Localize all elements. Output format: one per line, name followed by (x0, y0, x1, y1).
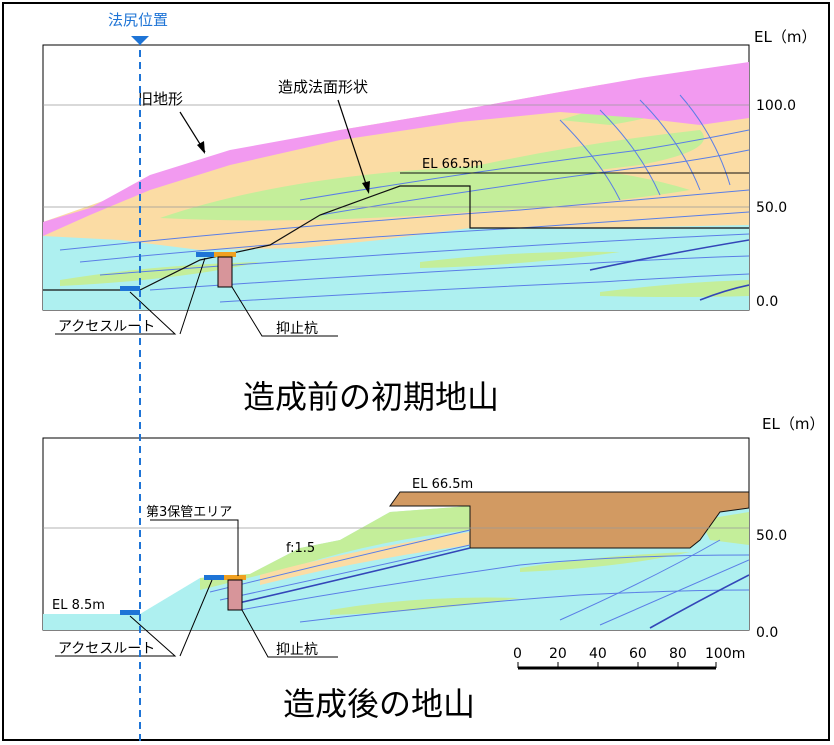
old-terrain-arrowhead (197, 141, 205, 154)
el-top-label: EL 66.5m (422, 157, 483, 172)
bottom-tick-50: 50.0 (756, 528, 787, 544)
scale-label-80: 80 (669, 646, 687, 662)
access-leader-1 (55, 291, 177, 335)
green-lens-after-2 (330, 597, 520, 615)
scale-label-20: 20 (549, 646, 567, 662)
toe-position-triangle (131, 36, 149, 45)
pile-leader (231, 286, 338, 337)
access-route-marker-after-1 (120, 610, 140, 615)
storage-area-leader (150, 519, 239, 576)
cut-shape-arrow (337, 99, 369, 191)
access-route-marker-1 (120, 286, 140, 291)
pile-label-after: 抑止杭 (276, 642, 318, 658)
el-top-label-after: EL 66.5m (412, 477, 473, 492)
pile-after (227, 579, 243, 611)
slope-label: f:1.5 (286, 541, 315, 556)
access-route-label-after: アクセスルート (58, 641, 155, 657)
pile-label: 抑止杭 (276, 321, 318, 337)
caption-before: 造成前の初期地山 (243, 378, 500, 416)
top-tick-0: 0.0 (756, 294, 778, 310)
bedrock-layer-after (43, 506, 749, 630)
access-route-label: アクセスルート (58, 319, 155, 335)
weathered-band-after (260, 532, 470, 585)
access-route-marker-2 (196, 252, 214, 257)
pile-leader-after (241, 609, 338, 658)
planned-cut-profile (43, 185, 749, 291)
fill-embankment (389, 491, 749, 549)
access-leader-after-1 (55, 615, 177, 657)
pile-cap-after (224, 575, 246, 580)
pile (217, 256, 233, 288)
dark-bedding-after (229, 547, 749, 629)
scale-label-40: 40 (589, 646, 607, 662)
toe-position-label: 法尻位置 (108, 11, 168, 29)
bedding-lines-after (209, 529, 749, 626)
top-section: 旧地形 造成法面形状 EL 66.5m EL（m） 100.0 50.0 0.0… (42, 28, 816, 337)
top-axis-unit: EL（m） (754, 28, 816, 46)
scale-label-0: 0 (513, 646, 522, 662)
top-tick-50: 50.0 (756, 200, 787, 216)
old-terrain-label: 旧地形 (138, 90, 183, 108)
bottom-section: EL 66.5m 第3保管エリア f:1.5 EL 8.5m EL（m） 50.… (42, 415, 824, 670)
surface-soil-layer (43, 62, 749, 236)
cut-shape-arrowhead (362, 181, 370, 194)
scale-label-60: 60 (629, 646, 647, 662)
green-lens-5 (420, 251, 620, 268)
scale-label-100m: 100m (705, 646, 745, 662)
pile-cap (214, 252, 236, 257)
green-layer-after (200, 506, 470, 590)
green-lens-4 (60, 262, 260, 286)
bottom-axis-unit: EL（m） (762, 415, 824, 433)
dark-bedding (589, 239, 749, 301)
toe-position-marker: 法尻位置 (108, 11, 168, 745)
el-base-label: EL 8.5m (52, 598, 105, 613)
caption-after: 造成後の地山 (283, 685, 476, 723)
access-leader-after-2 (179, 579, 213, 657)
green-lens-6 (600, 280, 749, 297)
access-route-marker-after-2 (204, 575, 224, 580)
cut-shape-label: 造成法面形状 (278, 78, 368, 96)
top-tick-100: 100.0 (756, 98, 796, 114)
storage-area-label: 第3保管エリア (146, 505, 232, 520)
bottom-tick-0: 0.0 (756, 625, 778, 641)
scale-bar: 0 20 40 60 80 100m (513, 646, 745, 670)
access-leader-2 (179, 257, 206, 335)
